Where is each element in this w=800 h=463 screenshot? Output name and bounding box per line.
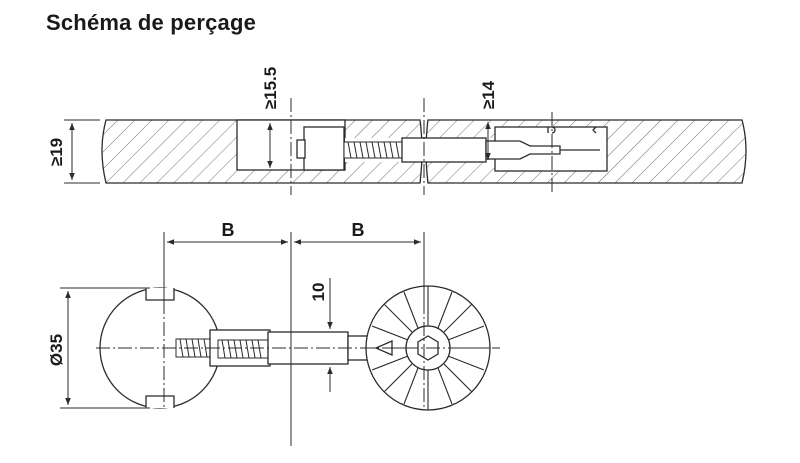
dowel xyxy=(485,140,561,160)
bolt-thread xyxy=(343,141,403,159)
side-offset-label: ≥14 xyxy=(479,80,498,109)
thickness-label: ≥19 xyxy=(47,138,66,166)
spacing-right-label: B xyxy=(352,220,365,240)
drawing-title: Schéma de perçage xyxy=(46,10,257,35)
connector-sleeve xyxy=(401,137,487,163)
bore-depth-label: ≥15.5 xyxy=(261,67,280,109)
diameter-label: Ø35 xyxy=(47,334,66,366)
cam-body xyxy=(303,126,345,171)
spacing-left-label: B xyxy=(222,220,235,240)
cam-offset-label: 10 xyxy=(309,283,328,302)
